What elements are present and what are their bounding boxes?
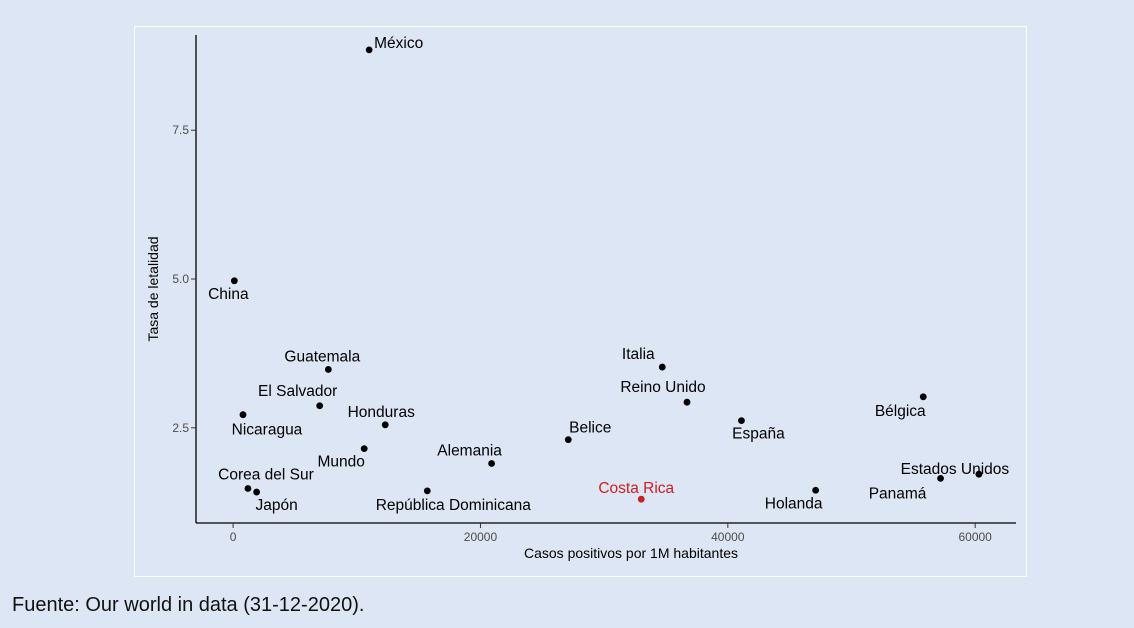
- point-label: Nicaragua: [232, 422, 303, 439]
- data-point: [360, 445, 368, 453]
- point-label: México: [374, 35, 423, 52]
- point-label: El Salvador: [258, 383, 337, 400]
- y-tick-label: 5.0: [172, 272, 189, 286]
- data-point: [975, 470, 983, 478]
- point-label: Mundo: [318, 454, 365, 471]
- data-point: [239, 411, 247, 419]
- point-label: Alemania: [437, 442, 502, 459]
- data-point: [683, 398, 691, 406]
- point-label: Costa Rica: [598, 480, 674, 497]
- data-point: [365, 46, 373, 54]
- y-axis-title: Tasa de letalidad: [145, 236, 161, 341]
- point-label: Italia: [622, 346, 655, 363]
- data-point: [423, 487, 431, 495]
- point-label: Holanda: [765, 495, 823, 512]
- data-point: [244, 485, 252, 492]
- point-label: Honduras: [348, 404, 415, 421]
- data-point: [937, 474, 944, 482]
- point-label: Panamá: [869, 485, 927, 502]
- point-label: Reino Unido: [620, 379, 705, 396]
- x-tick-label: 20000: [464, 530, 498, 544]
- point-label: Corea del Sur: [218, 466, 314, 483]
- data-point: [658, 363, 666, 371]
- y-tick-label: 7.5: [172, 123, 189, 137]
- data-point: [812, 486, 820, 494]
- y-tick-label: 2.5: [172, 421, 189, 435]
- data-point: [316, 402, 324, 410]
- point-label: China: [208, 286, 249, 303]
- data-point: [381, 421, 389, 429]
- data-point: [564, 436, 572, 444]
- point-label: España: [732, 426, 785, 443]
- x-axis-title: Casos positivos por 1M habitantes: [524, 545, 738, 561]
- data-point: [637, 495, 645, 503]
- x-tick-label: 0: [230, 530, 237, 544]
- data-point: [324, 366, 332, 373]
- point-label: Japón: [255, 497, 297, 514]
- point-label: Estados Unidos: [901, 461, 1010, 478]
- data-point: [253, 488, 261, 496]
- x-tick-label: 60000: [958, 530, 992, 544]
- point-label: Guatemala: [284, 348, 360, 365]
- source-note: Fuente: Our world in data (31-12-2020).: [12, 594, 365, 616]
- x-tick-label: 40000: [711, 530, 745, 544]
- point-label: República Dominicana: [376, 497, 531, 514]
- data-point: [488, 460, 495, 467]
- data-point: [919, 393, 927, 401]
- point-label: Bélgica: [875, 403, 926, 420]
- point-label: Belice: [569, 420, 611, 437]
- data-point: [738, 417, 745, 425]
- data-point: [230, 277, 238, 285]
